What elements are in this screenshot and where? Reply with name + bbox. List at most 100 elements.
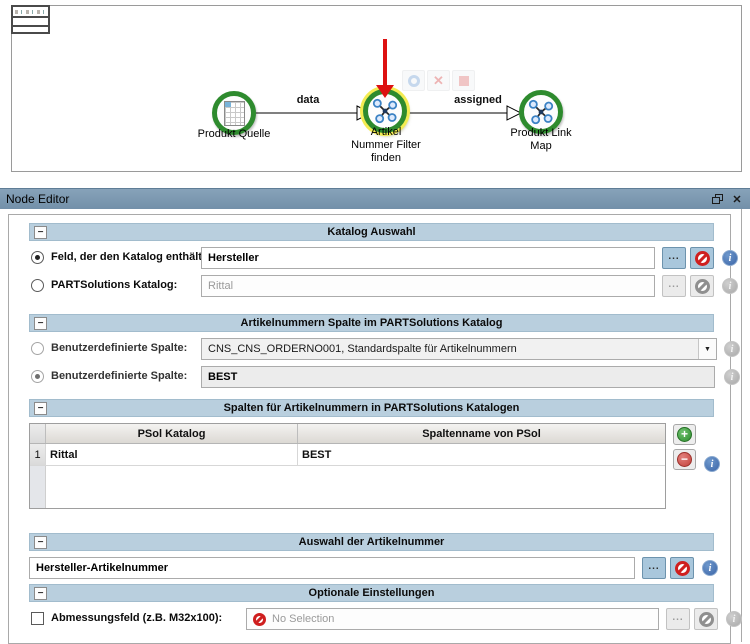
spalten-table: PSol Katalog Spaltenname von PSol 1 Ritt… (29, 423, 666, 509)
browse-button-disabled: ... (666, 608, 690, 630)
row-header-strip (30, 466, 46, 508)
close-icon[interactable]: ✕ (732, 193, 742, 206)
field-value: No Selection (272, 613, 335, 625)
katalog-feld-input[interactable]: Hersteller (201, 247, 655, 269)
browse-button-disabled: ... (662, 275, 686, 297)
info-icon: i (724, 341, 740, 357)
info-icon[interactable]: i (702, 560, 718, 576)
edge-arrowhead (506, 105, 523, 121)
node-ghost-toolbar: ✕ (402, 70, 475, 91)
radio-partsolutions-katalog[interactable] (31, 279, 44, 292)
artikelnummer-input[interactable]: Hersteller-Artikelnummer (29, 557, 635, 579)
browse-button[interactable]: ... (642, 557, 666, 579)
clear-button-disabled (694, 608, 718, 630)
workflow-canvas: data assigned Produkt Quelle Artikel Num… (11, 5, 742, 172)
section-header-katalog-auswahl: − Katalog Auswahl (29, 223, 714, 241)
collapse-icon[interactable]: − (34, 587, 47, 600)
clear-button[interactable] (690, 247, 714, 269)
row-label: Benutzerdefinierte Spalte: (51, 370, 188, 382)
float-panel-icon[interactable] (710, 192, 724, 206)
row-benutzerdefinierte-spalte-combo: Benutzerdefinierte Spalte: CNS_CNS_ORDER… (29, 338, 740, 360)
spreadsheet-icon (223, 100, 245, 126)
remove-row-button[interactable]: − (673, 449, 696, 470)
info-icon: i (724, 369, 740, 385)
overview-row (13, 20, 48, 27)
panel-right-border (741, 209, 742, 642)
clear-button-disabled (690, 275, 714, 297)
node-produkt-quelle[interactable] (212, 91, 256, 135)
table-row[interactable]: 1 Rittal BEST (30, 444, 665, 466)
best-spalte-input[interactable]: BEST (201, 366, 715, 388)
row-label: PARTSolutions Katalog: (51, 279, 178, 291)
section-header-spalten-tabelle: − Spalten für Artikelnummern in PARTSolu… (29, 399, 714, 417)
row-abmessungsfeld: Abmessungsfeld (z.B. M32x100): No Select… (29, 608, 742, 630)
column-header-spaltenname[interactable]: Spaltenname von PSol (422, 427, 541, 440)
no-entry-icon (674, 560, 690, 576)
spalte-combobox[interactable]: CNS_CNS_ORDERNO001, Standardspalte für A… (201, 338, 717, 360)
browse-button[interactable]: ... (662, 247, 686, 269)
node-editor-content: − Katalog Auswahl Feld, der den Katalog … (8, 214, 742, 644)
collapse-icon[interactable]: − (34, 226, 47, 239)
node-editor-titlebar[interactable]: Node Editor ✕ (0, 188, 750, 209)
section-title: Spalten für Artikelnummern in PARTSoluti… (223, 402, 520, 414)
info-icon[interactable]: i (704, 456, 720, 472)
info-icon[interactable]: i (722, 250, 738, 266)
row-feld-katalog: Feld, der den Katalog enthält: Herstelle… (29, 247, 738, 269)
canvas-overview-widget[interactable] (11, 5, 50, 34)
column-header-psol-katalog[interactable]: PSol Katalog (46, 424, 298, 443)
node-produkt-link-map[interactable] (519, 90, 563, 134)
clear-button[interactable] (670, 557, 694, 579)
field-value: BEST (208, 371, 238, 383)
cell-psol-katalog[interactable]: Rittal (46, 444, 298, 465)
section-header-auswahl-artikelnummer: − Auswahl der Artikelnummer (29, 533, 714, 551)
radio-benutzerdefinierte-spalte[interactable] (31, 370, 44, 383)
info-icon: i (726, 611, 742, 627)
plus-icon: + (677, 427, 692, 442)
section-title: Artikelnummern Spalte im PARTSolutions K… (240, 317, 503, 329)
collapse-icon[interactable]: − (34, 317, 47, 330)
radio-feld-katalog[interactable] (31, 251, 44, 264)
row-artikelnummer: Hersteller-Artikelnummer ... i (29, 557, 731, 579)
stop-icon[interactable] (452, 70, 475, 91)
partsolutions-katalog-input[interactable]: Rittal (201, 275, 655, 297)
cell-spaltenname[interactable]: BEST (302, 448, 332, 461)
edge-label-assigned: assigned (454, 94, 502, 106)
row-number-cell: 1 (30, 444, 46, 465)
edge-label-data: data (296, 94, 320, 106)
annotation-arrow (383, 39, 387, 85)
section-title: Katalog Auswahl (327, 226, 416, 238)
field-value: Rittal (208, 280, 234, 292)
info-icon: i (722, 278, 738, 294)
graph-icon (528, 99, 554, 125)
abmessungsfeld-checkbox[interactable] (31, 612, 44, 625)
cancel-icon[interactable]: ✕ (427, 70, 450, 91)
annotation-arrowhead-icon (376, 85, 394, 98)
chevron-down-icon[interactable]: ▼ (698, 339, 716, 359)
no-entry-icon (698, 611, 714, 627)
overview-row (13, 7, 48, 18)
minus-icon: − (677, 452, 692, 467)
collapse-icon[interactable]: − (34, 536, 47, 549)
node-label: Produkt Link Map (510, 127, 572, 152)
row-partsolutions-katalog: PARTSolutions Katalog: Rittal ... i (29, 275, 738, 297)
row-label: Abmessungsfeld (z.B. M32x100): (51, 612, 223, 624)
section-header-optionale-einstellungen: − Optionale Einstellungen (29, 584, 714, 602)
field-value: Hersteller-Artikelnummer (36, 562, 169, 574)
abmessungsfeld-input[interactable]: No Selection (246, 608, 659, 630)
run-icon[interactable] (402, 70, 425, 91)
add-row-button[interactable]: + (673, 424, 696, 445)
combo-value: CNS_CNS_ORDERNO001, Standardspalte für A… (208, 343, 517, 355)
no-entry-icon (694, 278, 710, 294)
row-label: Feld, der den Katalog enthält: (51, 251, 206, 263)
node-label: Produkt Quelle (197, 128, 271, 140)
table-header-row: PSol Katalog Spaltenname von PSol (30, 424, 665, 444)
no-selection-icon (253, 612, 266, 626)
section-title: Auswahl der Artikelnummer (298, 536, 445, 548)
row-label: Benutzerdefinierte Spalte: (51, 342, 188, 354)
field-value: Hersteller (208, 252, 259, 264)
collapse-icon[interactable]: − (34, 402, 47, 415)
radio-standard-spalte[interactable] (31, 342, 44, 355)
graph-icon (372, 98, 398, 124)
section-title: Optionale Einstellungen (308, 587, 435, 599)
node-label: Artikel Nummer Filter finden (351, 126, 421, 164)
